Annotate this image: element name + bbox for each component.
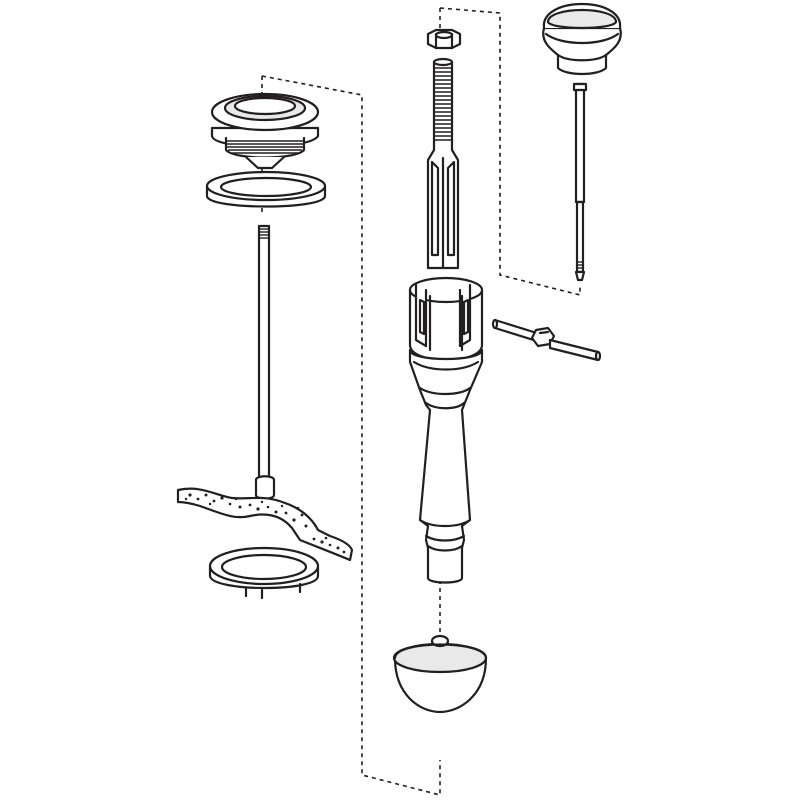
assembly-guide-right [439,7,581,297]
body-tailpiece [408,348,484,584]
lever-housing [408,276,484,361]
cross-pin [491,318,602,362]
countertop-section [176,487,354,562]
countertop-speckle [184,493,346,554]
waste-flange [210,92,320,170]
threaded-spindle [426,57,460,270]
top-nut [426,28,462,50]
knob-with-rod [542,3,622,282]
drain-pull-rod [254,224,276,500]
bowl-knob [392,634,488,714]
flange-washer [205,170,327,208]
underside-locknut-ring [208,546,320,600]
